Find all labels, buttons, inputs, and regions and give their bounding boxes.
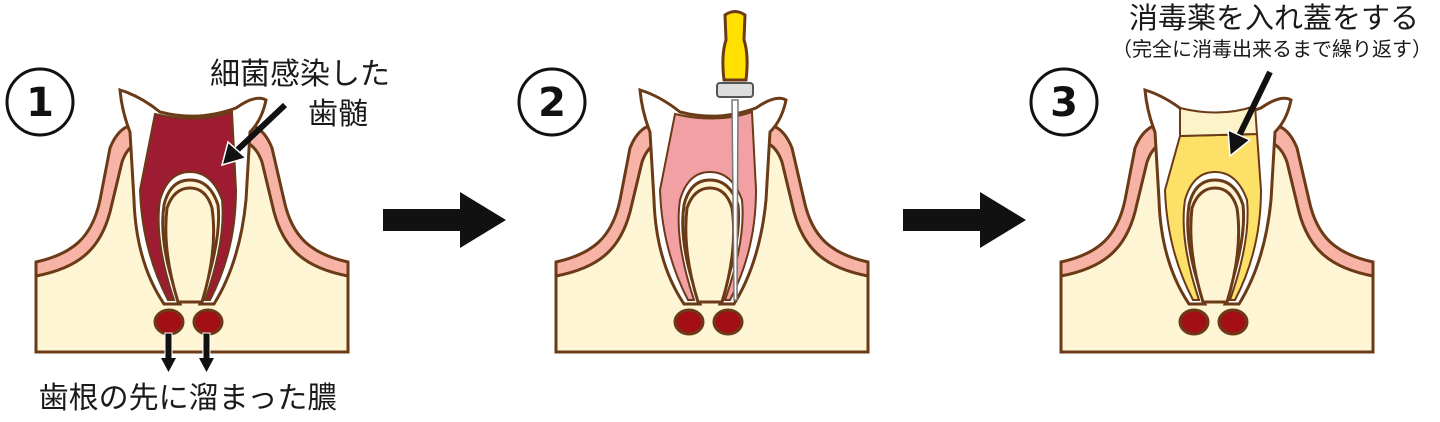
step-number-circle <box>5 67 75 137</box>
label-infected-pulp-line1: 細菌感染した <box>210 57 390 92</box>
tooth-filled <box>1059 88 1375 354</box>
tooth-cleaning <box>554 10 870 354</box>
temporary-cap <box>1179 104 1259 138</box>
pointer-arrow-icon <box>1227 70 1273 158</box>
right-arrow-icon <box>383 192 506 248</box>
label-disinfect: 消毒薬を入れ蓋をする <box>1129 1 1419 35</box>
step-number-circle <box>1029 67 1099 137</box>
label-infected-pulp-line2: 歯髄 <box>308 97 368 132</box>
step-number: 2 <box>538 80 566 126</box>
step-1: 1 細菌感染した 歯髄 歯根の先に溜まった膿 <box>5 57 390 416</box>
dental-file-icon <box>716 10 754 301</box>
label-abscess: 歯根の先に溜まった膿 <box>39 381 338 416</box>
medicine <box>1163 132 1263 301</box>
step-number: 1 <box>26 80 54 126</box>
step-2: 2 <box>517 10 870 354</box>
tooth-infected <box>34 88 350 354</box>
step-number: 3 <box>1050 80 1078 126</box>
label-repeat-note: （完全に消毒出来るまで繰り返す） <box>1112 37 1432 61</box>
infected-pulp <box>138 110 238 301</box>
step-number-circle <box>517 67 587 137</box>
right-arrow-icon <box>903 192 1026 248</box>
pointer-arrow-icon <box>220 102 288 167</box>
step-3: 3 消毒薬を入れ蓋をする （完全に消毒出来るまで繰り返す） <box>1029 1 1432 354</box>
down-arrow-icon <box>161 332 214 372</box>
